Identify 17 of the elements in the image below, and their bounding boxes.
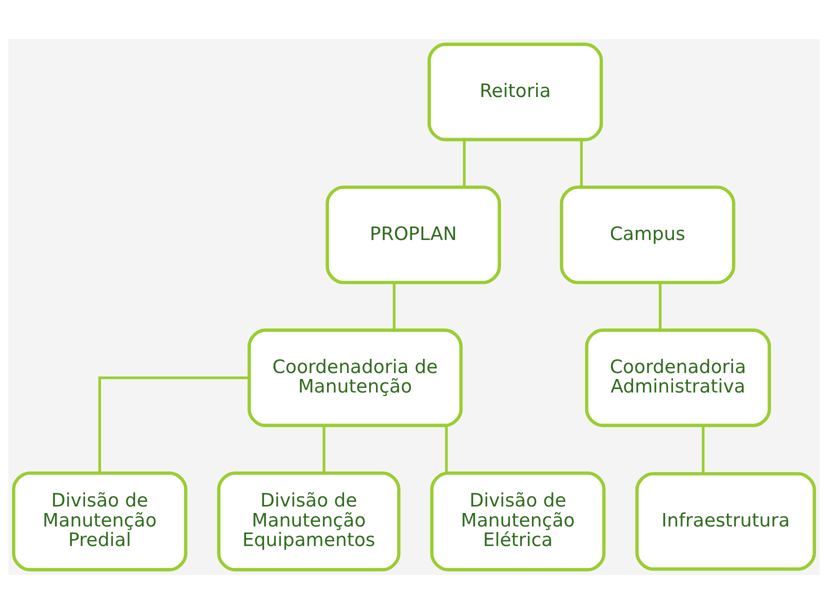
- connector: [98, 376, 249, 472]
- node-box: Campus: [560, 185, 736, 284]
- connector: [392, 282, 396, 330]
- connector: [658, 282, 662, 330]
- node-box: PROPLAN: [326, 185, 502, 284]
- connector: [580, 139, 583, 186]
- node-box: Coordenadoria de Manutenção: [248, 328, 463, 427]
- connector: [322, 425, 326, 472]
- connector: [462, 139, 466, 186]
- node-box: Divisão de Manutenção Predial: [12, 470, 188, 571]
- connector: [445, 425, 448, 472]
- node-box: Divisão de Manutenção Equipamentos: [217, 470, 400, 571]
- node-box: Divisão de Manutenção Elétrica: [430, 470, 606, 571]
- node-box: Reitoria: [428, 42, 603, 141]
- node-box: Infraestrutura: [635, 472, 816, 570]
- node-box: Coordenadoria Administrativa: [585, 328, 771, 427]
- connector: [702, 425, 704, 473]
